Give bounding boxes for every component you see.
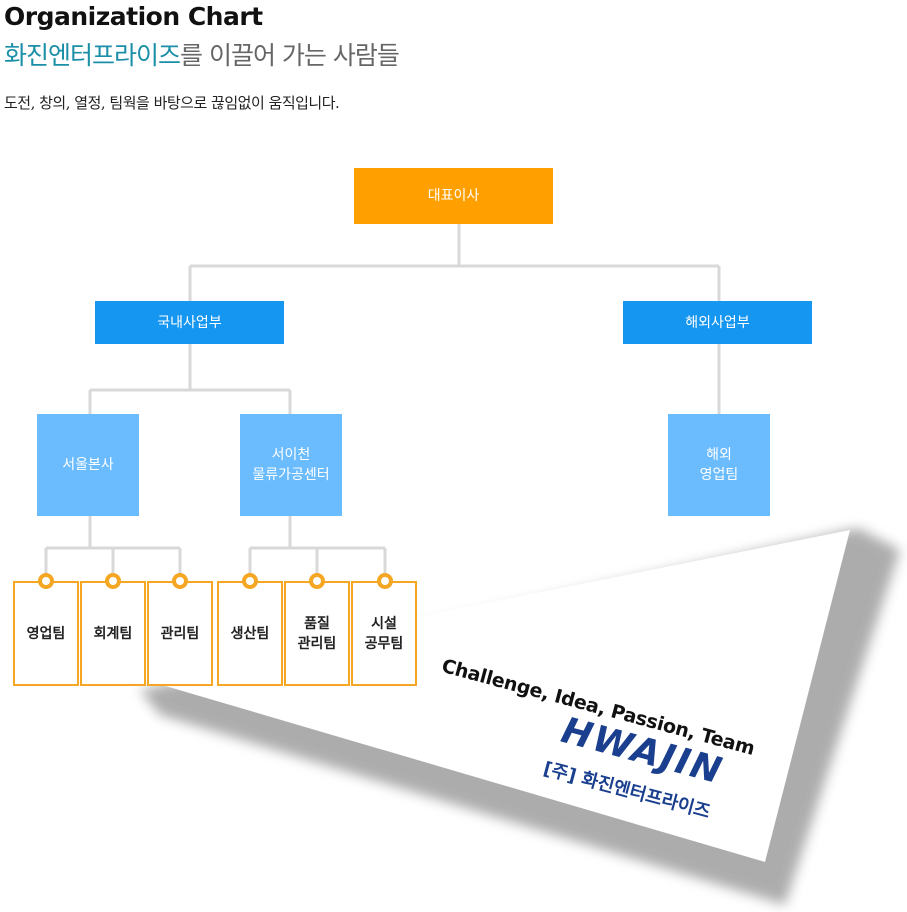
card [128,530,850,862]
subtitle-rest: 를 이끌어 가는 사람들 [180,41,400,70]
seoul-hq-box: 서울본사 [37,414,139,516]
team-box: 관리팀 [147,581,213,686]
team-box: 영업팀 [13,581,79,686]
team-box: 시설 공무팀 [351,581,417,686]
company-name: 화진엔터프라이즈 [4,41,181,70]
domestic-division-box: 국내사업부 [95,301,284,344]
page-subtitle: 화진엔터프라이즈를 이끌어 가는 사람들 [4,36,400,72]
page-title: Organization Chart [4,2,263,31]
overseas-sales-box: 해외 영업팀 [668,414,770,516]
team-box: 품질 관리팀 [284,581,350,686]
team-box: 생산팀 [217,581,283,686]
team-box: 회계팀 [80,581,146,686]
connector-lines [44,224,721,581]
overseas-division-box: 해외사업부 [623,301,812,344]
ceo-box: 대표이사 [354,168,553,224]
seoicheon-center-box: 서이천 물류가공센터 [240,414,342,516]
page-description: 도전, 창의, 열정, 팀웍을 바탕으로 끊임없이 움직입니다. [4,94,340,112]
